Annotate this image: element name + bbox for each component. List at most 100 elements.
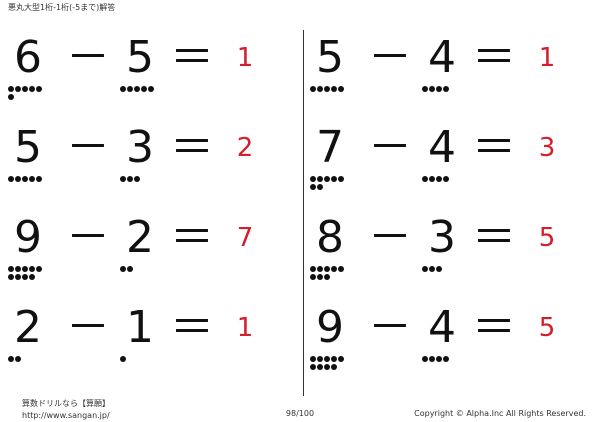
- minuend-digit: 5: [316, 32, 344, 83]
- count-dot: [443, 86, 449, 92]
- count-dot: [317, 86, 323, 92]
- minuend: 8: [310, 212, 350, 297]
- count-dot: [338, 176, 344, 182]
- count-dot: [331, 176, 337, 182]
- answer: 2: [236, 133, 254, 163]
- counting-dots: [8, 356, 48, 364]
- minuend-digit: 8: [316, 212, 344, 263]
- count-dot: [422, 176, 428, 182]
- counting-dots: [8, 86, 48, 102]
- equals-sign: ＝: [170, 32, 214, 83]
- dot-line: [120, 356, 160, 363]
- count-dot: [15, 356, 21, 362]
- counting-dots: [120, 176, 160, 184]
- count-dot: [29, 266, 35, 272]
- count-dot: [331, 364, 337, 370]
- count-dot: [310, 266, 316, 272]
- count-dot: [120, 86, 126, 92]
- dot-line: [8, 356, 48, 363]
- count-dot: [8, 356, 14, 362]
- dot-line: [422, 266, 462, 273]
- equals-sign: ＝: [170, 302, 214, 353]
- count-dot: [310, 356, 316, 362]
- subtrahend-digit: 4: [428, 302, 456, 353]
- problem-row: 9－2＝7: [8, 212, 298, 297]
- subtrahend-digit: 3: [428, 212, 456, 263]
- counting-dots: [422, 86, 462, 94]
- answer: 7: [236, 223, 254, 253]
- count-dot: [8, 86, 14, 92]
- equals-sign: ＝: [472, 302, 516, 353]
- minuend-digit: 9: [14, 212, 42, 263]
- count-dot: [15, 266, 21, 272]
- subtrahend-digit: 5: [126, 32, 154, 83]
- minuend-digit: 9: [316, 302, 344, 353]
- count-dot: [310, 86, 316, 92]
- minus-sign: －: [66, 32, 110, 83]
- count-dot: [331, 266, 337, 272]
- minuend-digit: 7: [316, 122, 344, 173]
- count-dot: [127, 176, 133, 182]
- count-dot: [8, 266, 14, 272]
- count-dot: [338, 356, 344, 362]
- problem-row: 7－4＝3: [310, 122, 600, 207]
- equals-sign: ＝: [170, 212, 214, 263]
- count-dot: [436, 176, 442, 182]
- subtrahend: 4: [422, 32, 462, 117]
- problem-row: 8－3＝5: [310, 212, 600, 297]
- site-url[interactable]: http://www.sangan.jp/: [22, 411, 110, 420]
- minuend-digit: 6: [14, 32, 42, 83]
- count-dot: [436, 86, 442, 92]
- counting-dots: [422, 356, 462, 364]
- count-dot: [338, 266, 344, 272]
- dot-line: [422, 86, 462, 93]
- count-dot: [134, 176, 140, 182]
- minus-sign: －: [368, 32, 412, 83]
- count-dot: [22, 274, 28, 280]
- equals-sign: ＝: [170, 122, 214, 173]
- count-dot: [29, 176, 35, 182]
- dot-line: [310, 356, 350, 363]
- counting-dots: [310, 86, 350, 94]
- count-dot: [317, 364, 323, 370]
- count-dot: [317, 274, 323, 280]
- minus-sign: －: [66, 302, 110, 353]
- count-dot: [127, 266, 133, 272]
- count-dot: [8, 176, 14, 182]
- dot-line: [8, 274, 48, 281]
- copyright-text: Copyright © Alpha.Inc All Rights Reserve…: [414, 409, 586, 418]
- count-dot: [36, 176, 42, 182]
- minus-sign: －: [368, 212, 412, 263]
- count-dot: [324, 266, 330, 272]
- column-divider: [303, 30, 304, 396]
- dot-line: [120, 176, 160, 183]
- minuend: 9: [310, 302, 350, 387]
- count-dot: [310, 364, 316, 370]
- dot-line: [8, 176, 48, 183]
- subtrahend: 3: [422, 212, 462, 297]
- count-dot: [310, 274, 316, 280]
- dot-line: [310, 176, 350, 183]
- subtrahend: 5: [120, 32, 160, 117]
- count-dot: [141, 86, 147, 92]
- counting-dots: [120, 266, 160, 274]
- count-dot: [15, 176, 21, 182]
- answer: 5: [538, 313, 556, 343]
- count-dot: [134, 86, 140, 92]
- minus-sign: －: [368, 302, 412, 353]
- subtrahend: 4: [422, 302, 462, 387]
- page-title: 悪丸大型1桁-1桁(-5まで)解答: [8, 3, 116, 12]
- count-dot: [310, 184, 316, 190]
- dot-line: [422, 176, 462, 183]
- dot-line: [8, 266, 48, 273]
- count-dot: [15, 86, 21, 92]
- minus-sign: －: [66, 212, 110, 263]
- dot-line: [310, 364, 350, 371]
- count-dot: [148, 86, 154, 92]
- dot-line: [310, 184, 350, 191]
- problem-row: 5－4＝1: [310, 32, 600, 117]
- minus-sign: －: [368, 122, 412, 173]
- subtrahend: 4: [422, 122, 462, 207]
- subtrahend-digit: 4: [428, 32, 456, 83]
- count-dot: [429, 266, 435, 272]
